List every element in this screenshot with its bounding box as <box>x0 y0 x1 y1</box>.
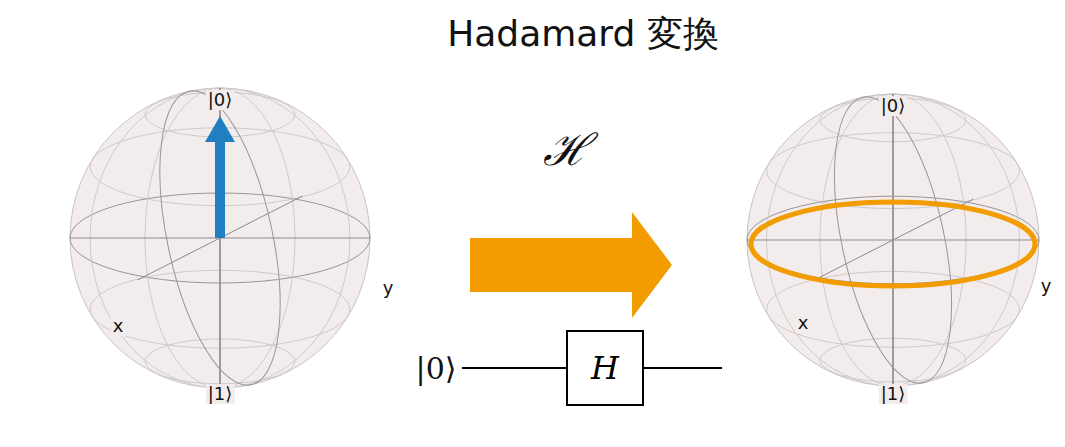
state-arrow-head <box>205 116 235 142</box>
title: Hadamard 変換 <box>443 14 723 54</box>
bloch-sphere <box>747 87 1039 394</box>
axis-label: |0⟩ <box>206 90 235 110</box>
axis-label: |1⟩ <box>206 384 235 404</box>
gate-label: H <box>591 349 619 387</box>
input-state: |0⟩ <box>414 352 459 385</box>
transform-arrow <box>470 212 672 318</box>
gate-symbol: ℋ <box>541 126 592 174</box>
equator-ring <box>751 202 1035 286</box>
axis-label: |0⟩ <box>879 96 908 116</box>
gate-box: H <box>566 330 644 406</box>
axis-label: x <box>111 316 126 336</box>
axis-label: x <box>796 313 811 333</box>
axis-label: y <box>1039 276 1054 296</box>
wire <box>644 367 722 369</box>
state-arrow <box>215 140 225 238</box>
axis-label: y <box>381 278 396 298</box>
axis-label: |1⟩ <box>879 384 908 404</box>
wire <box>462 367 566 369</box>
bloch-sphere <box>70 80 370 395</box>
